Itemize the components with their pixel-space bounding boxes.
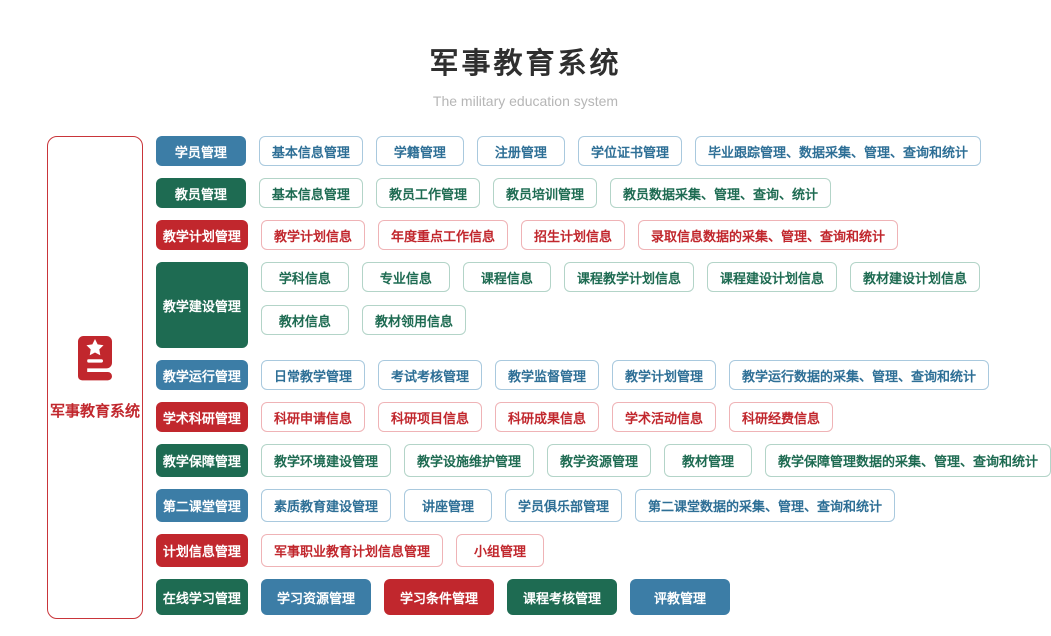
item-button[interactable]: 课程建设计划信息 xyxy=(706,262,837,292)
item-button[interactable]: 学员俱乐部管理 xyxy=(504,489,622,522)
category-faculty-management[interactable]: 教员管理 xyxy=(155,178,246,208)
item-button[interactable]: 科研申请信息 xyxy=(260,402,365,432)
book-star-icon xyxy=(71,334,119,387)
item-button[interactable]: 教学保障管理数据的采集、管理、查询和统计 xyxy=(764,444,1051,477)
item-button[interactable]: 第二课堂数据的采集、管理、查询和统计 xyxy=(634,489,895,522)
row-teaching-plan-management: 教学计划管理 教学计划信息 年度重点工作信息 招生计划信息 录取信息数据的采集、… xyxy=(155,220,1051,250)
item-button[interactable]: 素质教育建设管理 xyxy=(260,489,391,522)
item-button[interactable]: 教学环境建设管理 xyxy=(260,444,391,477)
item-button[interactable]: 教材领用信息 xyxy=(361,305,466,335)
page-title: 军事教育系统 xyxy=(429,48,622,80)
item-button[interactable]: 课程教学计划信息 xyxy=(563,262,694,292)
row-online-learning-management: 在线学习管理 学习资源管理 学习条件管理 课程考核管理 评教管理 xyxy=(155,579,1051,615)
item-button[interactable]: 学习条件管理 xyxy=(383,579,494,615)
item-button[interactable]: 课程信息 xyxy=(462,262,551,292)
item-button[interactable]: 基本信息管理 xyxy=(258,178,363,208)
items-line: 教材信息 教材领用信息 xyxy=(260,305,980,335)
item-button[interactable]: 考试考核管理 xyxy=(377,360,482,390)
item-button[interactable]: 教学设施维护管理 xyxy=(403,444,534,477)
modules-area: 学员管理 基本信息管理 学籍管理 注册管理 学位证书管理 毕业跟踪管理、数据采集… xyxy=(155,136,1051,615)
item-button[interactable]: 年度重点工作信息 xyxy=(377,220,508,250)
item-button[interactable]: 教材管理 xyxy=(663,444,752,477)
item-button[interactable]: 基本信息管理 xyxy=(258,136,363,166)
category-online-learning-management[interactable]: 在线学习管理 xyxy=(155,579,248,615)
item-button[interactable]: 学术活动信息 xyxy=(611,402,716,432)
item-button[interactable]: 科研项目信息 xyxy=(377,402,482,432)
row-second-classroom-management: 第二课堂管理 素质教育建设管理 讲座管理 学员俱乐部管理 第二课堂数据的采集、管… xyxy=(155,489,1051,522)
item-button[interactable]: 课程考核管理 xyxy=(506,579,617,615)
row-teaching-support-management: 教学保障管理 教学环境建设管理 教学设施维护管理 教学资源管理 教材管理 教学保… xyxy=(155,444,1051,477)
items-line: 学科信息 专业信息 课程信息 课程教学计划信息 课程建设计划信息 教材建设计划信… xyxy=(260,262,980,292)
item-button[interactable]: 教员数据采集、管理、查询、统计 xyxy=(609,178,831,208)
category-plan-info-management[interactable]: 计划信息管理 xyxy=(155,534,248,567)
category-teaching-support-management[interactable]: 教学保障管理 xyxy=(155,444,248,477)
item-button[interactable]: 教员培训管理 xyxy=(492,178,597,208)
item-button[interactable]: 录取信息数据的采集、管理、查询和统计 xyxy=(637,220,898,250)
item-button[interactable]: 招生计划信息 xyxy=(520,220,625,250)
item-button[interactable]: 教学计划管理 xyxy=(611,360,716,390)
item-button[interactable]: 日常教学管理 xyxy=(260,360,365,390)
item-button[interactable]: 教材信息 xyxy=(260,305,349,335)
item-button[interactable]: 学习资源管理 xyxy=(260,579,371,615)
page-subtitle: The military education system xyxy=(432,93,619,109)
row-faculty-management: 教员管理 基本信息管理 教员工作管理 教员培训管理 教员数据采集、管理、查询、统… xyxy=(155,178,1051,208)
category-student-management[interactable]: 学员管理 xyxy=(155,136,246,166)
item-button[interactable]: 毕业跟踪管理、数据采集、管理、查询和统计 xyxy=(694,136,981,166)
item-button[interactable]: 教学资源管理 xyxy=(546,444,651,477)
item-button[interactable]: 小组管理 xyxy=(455,534,544,567)
item-button[interactable]: 学科信息 xyxy=(260,262,349,292)
item-button[interactable]: 军事职业教育计划信息管理 xyxy=(260,534,443,567)
main-area: 军事教育系统 学员管理 基本信息管理 学籍管理 注册管理 学位证书管理 毕业跟踪… xyxy=(47,136,1051,619)
item-button[interactable]: 专业信息 xyxy=(361,262,450,292)
category-teaching-operation-management[interactable]: 教学运行管理 xyxy=(155,360,248,390)
item-button[interactable]: 教学运行数据的采集、管理、查询和统计 xyxy=(729,360,990,390)
system-root-panel: 军事教育系统 xyxy=(47,136,143,619)
item-button[interactable]: 学籍管理 xyxy=(375,136,464,166)
row-teaching-operation-management: 教学运行管理 日常教学管理 考试考核管理 教学监督管理 教学计划管理 教学运行数… xyxy=(155,360,1051,390)
item-button[interactable]: 科研成果信息 xyxy=(494,402,599,432)
item-button[interactable]: 讲座管理 xyxy=(403,489,492,522)
row-student-management: 学员管理 基本信息管理 学籍管理 注册管理 学位证书管理 毕业跟踪管理、数据采集… xyxy=(155,136,1051,166)
item-button[interactable]: 教员工作管理 xyxy=(375,178,480,208)
category-second-classroom-management[interactable]: 第二课堂管理 xyxy=(155,489,248,522)
item-button[interactable]: 评教管理 xyxy=(629,579,730,615)
row-academic-research-management: 学术科研管理 科研申请信息 科研项目信息 科研成果信息 学术活动信息 科研经费信… xyxy=(155,402,1051,432)
item-button[interactable]: 教学计划信息 xyxy=(260,220,365,250)
teaching-construction-items: 学科信息 专业信息 课程信息 课程教学计划信息 课程建设计划信息 教材建设计划信… xyxy=(260,262,980,335)
item-button[interactable]: 学位证书管理 xyxy=(577,136,682,166)
item-button[interactable]: 科研经费信息 xyxy=(729,402,834,432)
category-teaching-construction-management[interactable]: 教学建设管理 xyxy=(155,262,248,348)
item-button[interactable]: 注册管理 xyxy=(476,136,565,166)
row-teaching-construction-management: 教学建设管理 学科信息 专业信息 课程信息 课程教学计划信息 课程建设计划信息 … xyxy=(155,262,1051,348)
category-teaching-plan-management[interactable]: 教学计划管理 xyxy=(155,220,248,250)
item-button[interactable]: 教材建设计划信息 xyxy=(849,262,980,292)
system-root-label: 军事教育系统 xyxy=(49,403,140,420)
page-header: 军事教育系统 The military education system xyxy=(0,0,1051,109)
row-plan-info-management: 计划信息管理 军事职业教育计划信息管理 小组管理 xyxy=(155,534,1051,567)
item-button[interactable]: 教学监督管理 xyxy=(494,360,599,390)
category-academic-research-management[interactable]: 学术科研管理 xyxy=(155,402,248,432)
